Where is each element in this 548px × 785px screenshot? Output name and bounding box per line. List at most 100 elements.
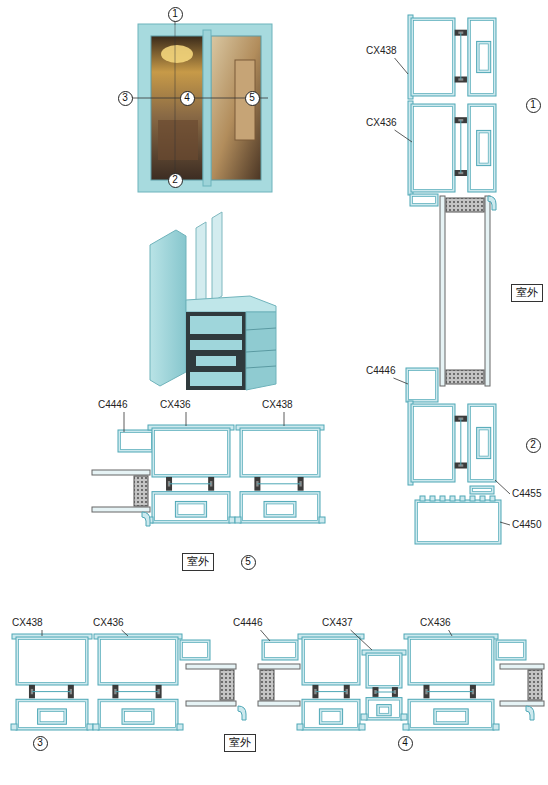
render-edge: [246, 366, 276, 368]
render-side: [246, 312, 276, 390]
profile-cavity: [414, 107, 453, 190]
leader-line: [395, 130, 412, 142]
part-label: C4450: [512, 520, 541, 530]
window-pane: [211, 36, 261, 180]
profile-tooth: [480, 496, 485, 501]
profile-wall: [361, 714, 367, 720]
callout-number: 4: [398, 736, 413, 751]
profile-cavity: [411, 702, 492, 728]
profile-wall: [118, 430, 154, 452]
profile-wall: [11, 724, 17, 730]
part-label: CX436: [93, 618, 124, 628]
leader-line: [449, 630, 452, 636]
glass-spacer: [134, 476, 148, 506]
profile-wall: [493, 724, 499, 730]
render-glass: [212, 212, 222, 302]
insulated-glass: [440, 196, 490, 386]
render-chamber: [196, 356, 236, 366]
leader-line: [124, 412, 125, 432]
part-label: CX436: [366, 118, 397, 128]
profile-wall: [406, 368, 438, 402]
profile-wall: [319, 709, 342, 724]
leader-line: [393, 378, 408, 384]
callout-number: 3: [118, 91, 133, 106]
callout-number-text: 1: [530, 100, 536, 110]
profile-tooth: [490, 496, 495, 501]
profile-wall: [93, 724, 99, 730]
profile-wall: [177, 724, 183, 730]
profile-cavity: [155, 494, 228, 520]
insulated-glass: [258, 664, 300, 706]
leader-line: [351, 630, 372, 650]
profile-cavity: [473, 489, 492, 492]
aluminium-profile: [297, 634, 365, 730]
render-glass: [196, 222, 206, 306]
leader-line: [42, 630, 43, 636]
glass-spacer: [446, 370, 484, 384]
profile-tooth: [440, 496, 445, 501]
rubber-gasket: [488, 196, 496, 210]
profile-cavity: [479, 44, 488, 70]
aluminium-profile: [235, 425, 325, 523]
part-label: C4446: [98, 400, 127, 410]
part-label: C4446: [233, 618, 262, 628]
glass-pane: [500, 701, 544, 706]
profile-wall: [496, 640, 526, 660]
callout-number-text: 3: [37, 738, 43, 748]
render-face: [150, 230, 186, 386]
callout-number-text: 5: [245, 557, 251, 567]
callout-number-text: 2: [172, 175, 178, 185]
profile-cavity: [305, 702, 358, 728]
profile-web: [460, 33, 461, 80]
profile-web: [315, 691, 346, 692]
insulated-glass: [92, 470, 150, 512]
rubber-gasket: [526, 706, 534, 720]
glass-pane: [258, 664, 300, 669]
profile-wall: [408, 637, 494, 685]
profile-web: [32, 691, 71, 692]
callout-number-text: 3: [122, 93, 128, 103]
leader-line: [395, 58, 408, 74]
profile-wall: [415, 500, 501, 544]
profile-wall: [152, 492, 230, 523]
profile-cavity: [178, 504, 204, 515]
profile-tooth: [420, 496, 425, 501]
profile-cavity: [470, 407, 493, 480]
render-chamber: [190, 372, 242, 386]
profile-wall: [122, 709, 154, 724]
profile-cavity: [267, 504, 294, 515]
profile-cavity: [470, 107, 493, 190]
part-label: C4446: [366, 366, 395, 376]
profile-tooth: [430, 496, 435, 501]
profile-web: [426, 691, 472, 692]
profile-web: [375, 692, 394, 693]
part-label: C4455: [512, 489, 541, 499]
profile-wall: [359, 724, 365, 730]
profile-web: [115, 691, 158, 692]
profile-cavity: [125, 711, 152, 721]
leader-line: [122, 630, 128, 636]
profile-wall: [470, 486, 494, 494]
profile-tooth: [450, 496, 455, 501]
profile-wall: [297, 724, 303, 730]
window-pane: [151, 36, 203, 180]
glass-pane: [186, 664, 236, 669]
part-label: CX438: [262, 400, 293, 410]
callout-number-text: 4: [184, 93, 190, 103]
render-top: [186, 296, 276, 312]
profile-cavity: [40, 711, 64, 721]
glass-pane: [92, 470, 150, 475]
profile-cavity: [19, 702, 86, 728]
outdoor-tag: 室外: [182, 553, 214, 571]
profile-wall: [319, 517, 325, 523]
callout-number: 4: [180, 91, 195, 106]
profile-wall: [434, 709, 468, 724]
profile-wall: [411, 18, 455, 96]
profile-cavity: [418, 503, 499, 542]
profile-wall: [264, 501, 296, 517]
part-label: CX437: [322, 618, 353, 628]
outdoor-text: 室外: [229, 736, 251, 749]
callout-number: 2: [526, 438, 541, 453]
profile-cavity: [155, 431, 228, 475]
